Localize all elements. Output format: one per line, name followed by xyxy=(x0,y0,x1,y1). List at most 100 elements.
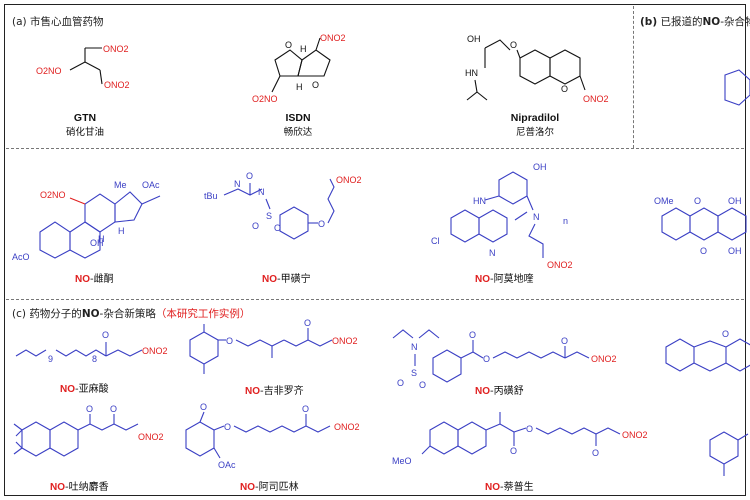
svg-text:O: O xyxy=(304,318,311,328)
svg-text:O: O xyxy=(302,404,309,414)
panel-c-label: (c) 药物分子的NO-杂合新策略（本研究工作实例） xyxy=(12,308,251,320)
svg-text:ONO2: ONO2 xyxy=(547,260,573,270)
svg-text:H: H xyxy=(300,44,307,54)
isdn-name: ISDN 畅欣达 xyxy=(283,112,313,138)
svg-text:8: 8 xyxy=(92,354,97,364)
svg-text:N: N xyxy=(411,342,418,352)
no-gemfibrozil-structure: O O ONO2 xyxy=(189,318,358,374)
svg-text:O: O xyxy=(200,402,207,412)
no-linolenic-structure: O ONO2 9 8 xyxy=(15,330,168,364)
svg-text:S: S xyxy=(266,211,272,221)
svg-text:O2NO: O2NO xyxy=(252,94,278,104)
nipradilol-structure: OH O HN O ONO2 xyxy=(465,34,609,104)
svg-text:OH: OH xyxy=(728,246,742,256)
svg-text:N: N xyxy=(258,187,265,197)
svg-text:ONO2: ONO2 xyxy=(336,175,362,185)
svg-text:H: H xyxy=(118,226,125,236)
isdn-structure: ONO2 O2NO O O H H xyxy=(252,33,346,104)
svg-text:ONO2: ONO2 xyxy=(332,336,358,346)
svg-text:n: n xyxy=(563,216,568,226)
no-linolenic-label: NO-亚麻酸 xyxy=(60,384,109,395)
svg-text:OH: OH xyxy=(90,238,104,248)
no-naproxen-label: NO-萘普生 xyxy=(485,482,534,493)
no-probenecid-label: NO-丙磺舒 xyxy=(475,386,524,397)
svg-text:Cl: Cl xyxy=(431,236,440,246)
svg-text:ONO2: ONO2 xyxy=(334,422,360,432)
panel-b-benzene-fragment xyxy=(724,69,750,106)
no-amodiaquine-structure: OH HN N N Cl n ONO2 xyxy=(431,162,573,270)
no-tolbutamide-structure: tBu N O N S O O O ONO2 xyxy=(204,171,362,240)
no-aspirin-structure: O O O ONO2 OAc xyxy=(185,402,360,470)
svg-text:HN: HN xyxy=(473,196,486,206)
svg-text:O: O xyxy=(274,223,281,233)
svg-text:H: H xyxy=(296,82,303,92)
svg-text:O: O xyxy=(483,354,490,364)
svg-text:OH: OH xyxy=(467,34,481,44)
no-tonalide-structure: O O ONO2 xyxy=(13,404,164,457)
svg-text:O2NO: O2NO xyxy=(40,190,66,200)
svg-text:OAc: OAc xyxy=(218,460,236,470)
gtn-name: GTN 硝化甘油 xyxy=(65,112,104,138)
svg-text:ONO2: ONO2 xyxy=(104,80,130,90)
svg-text:O: O xyxy=(419,380,426,390)
svg-text:O: O xyxy=(561,336,568,346)
svg-text:O: O xyxy=(722,329,729,339)
divider-a-b xyxy=(633,6,634,148)
svg-text:O: O xyxy=(86,404,93,414)
svg-text:O: O xyxy=(252,221,259,231)
svg-text:O: O xyxy=(510,446,517,456)
svg-text:ONO2: ONO2 xyxy=(583,94,609,104)
panel-b-label: (b) 已报道的NO-杂合物 xyxy=(640,16,750,28)
svg-text:O: O xyxy=(226,336,233,346)
svg-text:O: O xyxy=(110,404,117,414)
svg-text:O: O xyxy=(526,424,533,434)
svg-text:N: N xyxy=(489,248,496,258)
svg-text:O: O xyxy=(561,84,568,94)
svg-text:ONO2: ONO2 xyxy=(138,432,164,442)
svg-text:O: O xyxy=(510,40,517,50)
svg-text:ONO2: ONO2 xyxy=(103,44,129,54)
divider-row1-row2 xyxy=(6,148,744,149)
svg-text:OH: OH xyxy=(533,162,547,172)
no-tonalide-label: NO-吐纳麝香 xyxy=(50,482,109,493)
svg-text:OH: OH xyxy=(728,196,742,206)
svg-text:O: O xyxy=(312,80,319,90)
svg-text:O: O xyxy=(592,448,599,458)
svg-text:OMe: OMe xyxy=(654,196,674,206)
svg-text:ONO2: ONO2 xyxy=(142,346,168,356)
svg-text:S: S xyxy=(411,368,417,378)
svg-text:Me: Me xyxy=(114,180,127,190)
svg-text:O: O xyxy=(694,196,701,206)
svg-text:H: H xyxy=(98,234,105,244)
ibuprofen-fragment xyxy=(709,431,749,476)
no-estrone-structure: O2NO Me OAc OH AcO H H xyxy=(12,180,161,262)
svg-text:ONO2: ONO2 xyxy=(622,430,648,440)
figure-frame xyxy=(4,4,746,496)
no-probenecid-structure: N S O O O O O ONO2 xyxy=(392,329,617,390)
svg-text:tBu: tBu xyxy=(204,191,218,201)
svg-text:O: O xyxy=(318,219,325,229)
gtn-structure: ONO2 ONO2 O2NO xyxy=(36,44,130,90)
svg-text:ONO2: ONO2 xyxy=(320,33,346,43)
svg-text:O: O xyxy=(469,330,476,340)
no-amodiaquine-label: NO-阿莫地喹 xyxy=(475,274,534,285)
anthracycline-fragment: OMe O OH O OH xyxy=(654,196,747,256)
svg-text:AcO: AcO xyxy=(12,252,30,262)
svg-text:O: O xyxy=(397,378,404,388)
no-tolbutamide-label: NO-甲磺宁 xyxy=(262,274,311,285)
svg-text:N: N xyxy=(533,212,540,222)
svg-text:O: O xyxy=(224,422,231,432)
svg-text:9: 9 xyxy=(48,354,53,364)
panel-a-label: (a) 市售心血管药物 xyxy=(12,16,104,28)
no-naproxen-structure: MeO O O O ONO2 xyxy=(392,412,648,466)
svg-text:ONO2: ONO2 xyxy=(591,354,617,364)
svg-text:O: O xyxy=(102,330,109,340)
dibenzoxepinone-fragment: O xyxy=(665,329,750,372)
svg-text:O: O xyxy=(285,40,292,50)
svg-text:O: O xyxy=(700,246,707,256)
divider-row2-row3 xyxy=(6,299,744,300)
nipradilol-name: Nipradilol 尼普洛尔 xyxy=(510,112,560,138)
no-aspirin-label: NO-阿司匹林 xyxy=(240,482,299,493)
svg-text:O2NO: O2NO xyxy=(36,66,62,76)
no-gemfibrozil-label: NO-吉非罗齐 xyxy=(245,386,304,397)
